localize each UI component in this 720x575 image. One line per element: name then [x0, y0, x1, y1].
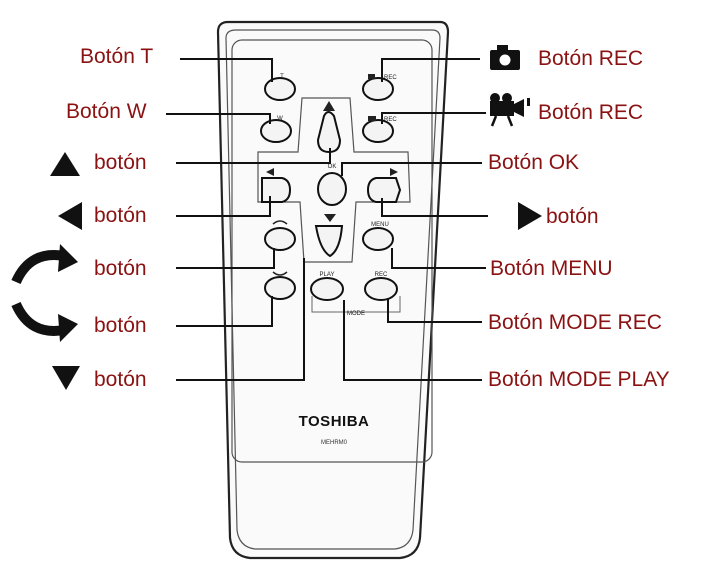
menu-key[interactable]: [362, 227, 394, 251]
mode-caption: MODE: [347, 311, 365, 317]
left-button-label: botón: [94, 204, 147, 227]
up-button-label: botón: [94, 151, 147, 174]
leader-rotate-cw: [176, 248, 275, 269]
video-rec-button-label: Botón REC: [538, 101, 644, 124]
video-key-camera-icon: [368, 116, 376, 121]
leader-photo-rec: [381, 58, 480, 82]
model-number: MEHRM0: [321, 440, 348, 446]
down-key[interactable]: [314, 225, 344, 258]
leader-w: [166, 113, 271, 124]
ok-key[interactable]: [317, 172, 347, 206]
right-key[interactable]: [366, 177, 402, 203]
remote-control: MODE T W REC REC OK MENU PLAY REC: [216, 20, 450, 560]
leader-right: [381, 198, 488, 217]
mode-play-key[interactable]: [310, 277, 344, 301]
w-button-label: Botón W: [66, 100, 147, 123]
w-key-label: W: [277, 116, 283, 122]
photo-key-label: REC: [384, 75, 397, 81]
dpad-outline: [257, 97, 411, 263]
left-triangle-icon: [58, 202, 82, 230]
remote-face-panel: [231, 39, 433, 463]
t-key-label: T: [280, 74, 284, 80]
brand-logo: TOSHIBA: [299, 413, 370, 430]
right-triangle-icon: [518, 202, 542, 230]
photo-rec-key[interactable]: [362, 77, 394, 101]
leader-video-rec: [381, 112, 486, 124]
rotate-counterclockwise-icon: [11, 301, 78, 342]
mode-rec-button-label: Botón MODE REC: [488, 311, 662, 334]
right-button-label: botón: [546, 205, 599, 228]
leader-lines: [166, 58, 488, 381]
mode-play-key-label: PLAY: [320, 272, 335, 278]
up-key-arrow-icon: [323, 101, 335, 111]
photo-rec-button-label: Botón REC: [538, 47, 644, 70]
leader-down: [176, 258, 305, 381]
rotate-cw-button-label: botón: [94, 257, 147, 280]
menu-key-label: MENU: [371, 222, 389, 228]
t-key[interactable]: [264, 77, 296, 101]
mode-play-button-label: Botón MODE PLAY: [488, 368, 670, 391]
rotate-clockwise-icon: [11, 244, 78, 285]
left-key-arrow-icon: [266, 168, 274, 176]
leader-mode-play: [343, 300, 482, 381]
up-key[interactable]: [316, 111, 342, 154]
photo-key-camera-icon: [368, 74, 375, 79]
mode-bracket: [311, 296, 401, 313]
leader-left: [176, 196, 271, 217]
down-button-label: botón: [94, 368, 147, 391]
t-button-label: Botón T: [80, 45, 154, 68]
rotate-ccw-key[interactable]: [264, 276, 296, 300]
video-rec-key[interactable]: [362, 119, 394, 143]
rotate-ccw-button-label: botón: [94, 314, 147, 337]
down-key-arrow-icon: [324, 214, 336, 222]
right-key-arrow-icon: [390, 168, 398, 176]
mode-rec-key[interactable]: [364, 277, 398, 301]
leader-mode-rec: [387, 298, 482, 323]
left-key[interactable]: [261, 177, 292, 203]
rotate-cw-key-icon: [272, 220, 288, 225]
leader-up: [176, 148, 331, 164]
menu-button-label: Botón MENU: [490, 257, 613, 280]
video-key-label: REC: [384, 117, 397, 123]
w-key[interactable]: [260, 119, 292, 143]
mode-rec-key-label: REC: [375, 272, 388, 278]
leader-rotate-ccw: [176, 296, 273, 327]
ok-button-label: Botón OK: [488, 151, 580, 174]
rotate-cw-key[interactable]: [264, 227, 296, 251]
remote-inner-outline: [225, 29, 441, 550]
leader-ok: [341, 162, 482, 176]
leader-t: [180, 58, 273, 82]
ok-key-label: OK: [328, 164, 337, 170]
leader-menu: [391, 248, 486, 269]
up-triangle-icon: [50, 152, 80, 176]
rotate-ccw-key-icon: [272, 271, 288, 276]
down-triangle-icon: [52, 366, 80, 390]
camera-icon: [490, 45, 520, 70]
video-camera-icon: [490, 93, 530, 127]
